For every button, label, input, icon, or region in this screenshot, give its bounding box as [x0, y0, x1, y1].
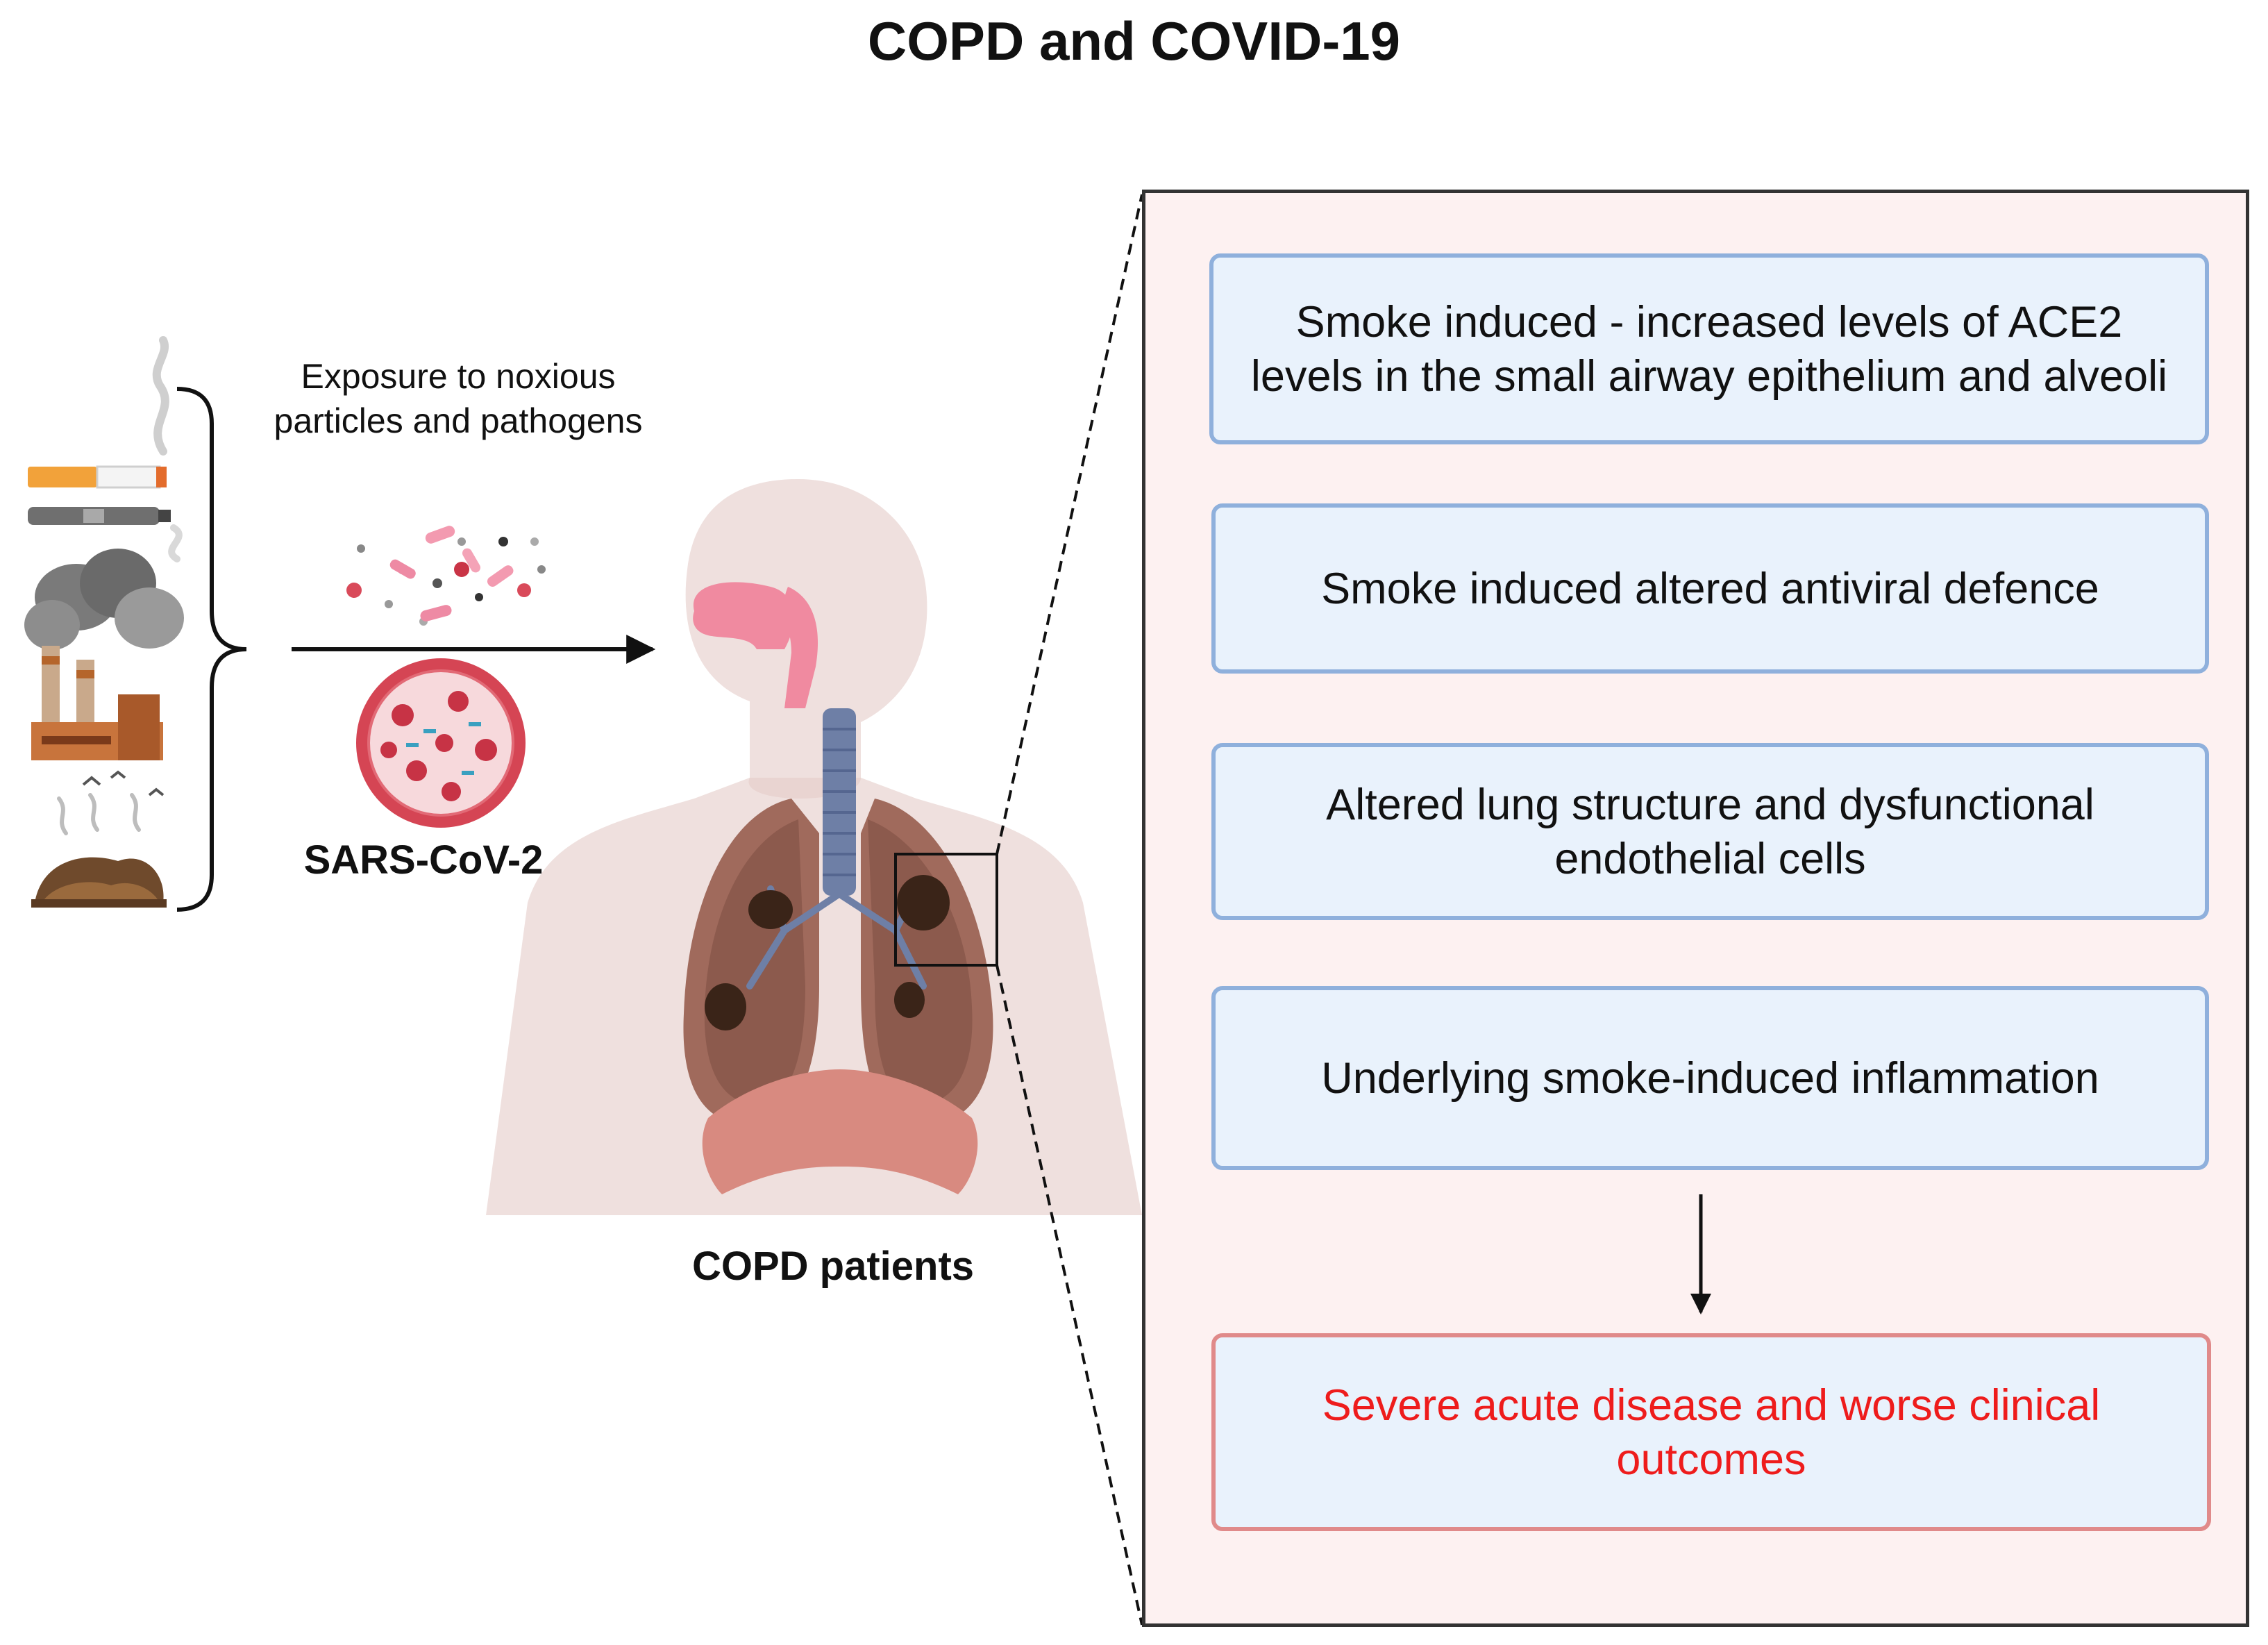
exposure-label: Exposure to noxious particles and pathog… — [274, 357, 643, 440]
diagram-title: COPD and COVID-19 — [867, 10, 1401, 72]
virus-label: SARS-CoV-2 — [303, 837, 544, 883]
zoom-line-top — [996, 194, 1143, 855]
mechanism-box-ace2: Smoke induced - increased levels of ACE2… — [1209, 253, 2209, 444]
waste-dump-icon — [31, 770, 167, 908]
human-torso-icon — [486, 479, 1142, 1215]
patients-label: COPD patients — [691, 1244, 975, 1289]
mechanism-box-inflammation: Underlying smoke-induced inflammation — [1211, 986, 2209, 1170]
mechanism-box-antiviral: Smoke induced altered antiviral defence — [1211, 503, 2209, 674]
cigarette-icon — [28, 336, 169, 489]
pathogen-particles-icon — [346, 526, 546, 626]
outcome-box: Severe acute disease and worse clinical … — [1211, 1333, 2211, 1531]
magnified-region-box — [894, 853, 998, 967]
e-cigarette-icon — [28, 507, 183, 562]
mechanism-box-lung-structure: Altered lung structure and dysfunctional… — [1211, 743, 2209, 920]
zoom-line-bottom — [996, 965, 1143, 1626]
coronavirus-icon — [356, 658, 526, 828]
factory-pollution-icon — [24, 549, 184, 760]
exposure-brace — [176, 387, 247, 912]
